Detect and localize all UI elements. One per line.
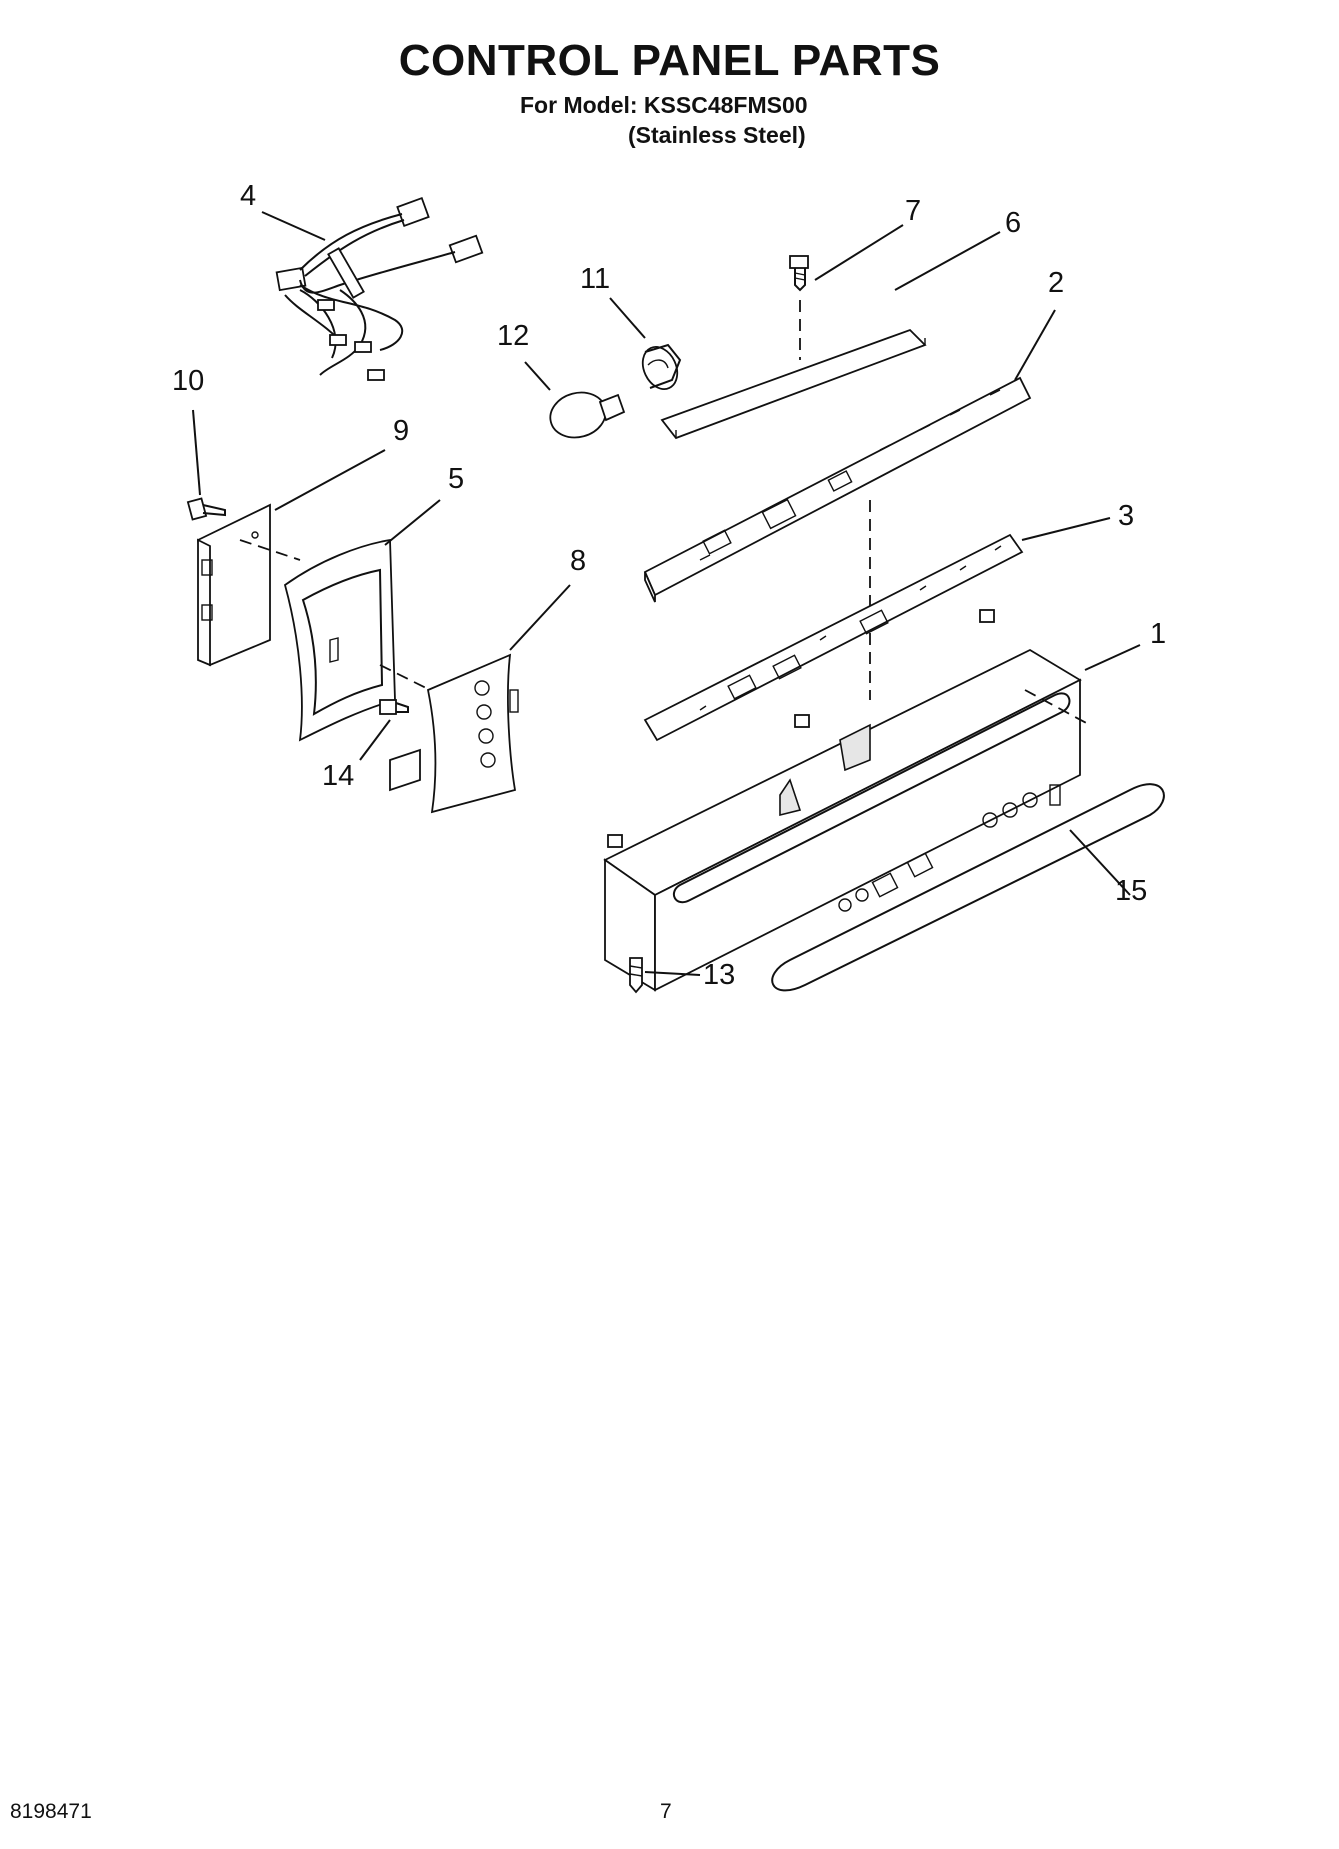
callout-5: 5	[448, 463, 464, 495]
part-15-faceplate[interactable]	[771, 783, 1165, 992]
part-10-screw[interactable]	[186, 497, 226, 521]
part-3-display-board[interactable]	[643, 533, 1024, 742]
callout-15: 15	[1115, 875, 1147, 907]
callout-4: 4	[240, 180, 256, 212]
page-number: 7	[660, 1800, 672, 1823]
callout-1: 1	[1150, 618, 1166, 650]
callout-9: 9	[393, 415, 409, 447]
callout-11: 11	[580, 263, 610, 295]
callout-3: 3	[1118, 500, 1134, 532]
model-line: For Model: KSSC48FMS00	[520, 92, 808, 118]
part-11-lamp-socket[interactable]	[636, 341, 684, 394]
part-9-interface-board[interactable]	[197, 503, 271, 667]
callout-12: 12	[497, 320, 529, 352]
callout-8: 8	[570, 545, 586, 577]
part-12-light-bulb[interactable]	[545, 387, 626, 444]
leader-lines	[192, 211, 1141, 976]
part-8-keypad-overlay[interactable]	[389, 653, 519, 814]
document-number: 8198471	[10, 1800, 92, 1823]
part-4-wire-harness[interactable]	[275, 197, 484, 381]
callout-14: 14	[322, 760, 354, 792]
callout-6: 6	[1005, 207, 1021, 239]
callout-2: 2	[1048, 267, 1064, 299]
part-14-screw[interactable]	[379, 699, 409, 715]
part-1-control-housing[interactable]	[603, 609, 1091, 992]
page-title: CONTROL PANEL PARTS	[398, 36, 941, 85]
callout-10: 10	[172, 365, 204, 397]
callout-7: 7	[905, 195, 921, 227]
part-13-screw[interactable]	[629, 957, 643, 994]
part-5-bezel-frame[interactable]	[283, 538, 396, 742]
part-2-control-board[interactable]	[643, 376, 1032, 603]
callout-13: 13	[703, 959, 735, 991]
part-7-screw[interactable]	[789, 255, 809, 292]
variant-label: (Stainless Steel)	[628, 122, 806, 148]
part-6-cover-plate[interactable]	[660, 328, 927, 440]
callout-numbers: 1 2 3 4 5 6 7 8 9 10 11 12 13 14 15	[172, 180, 1166, 991]
